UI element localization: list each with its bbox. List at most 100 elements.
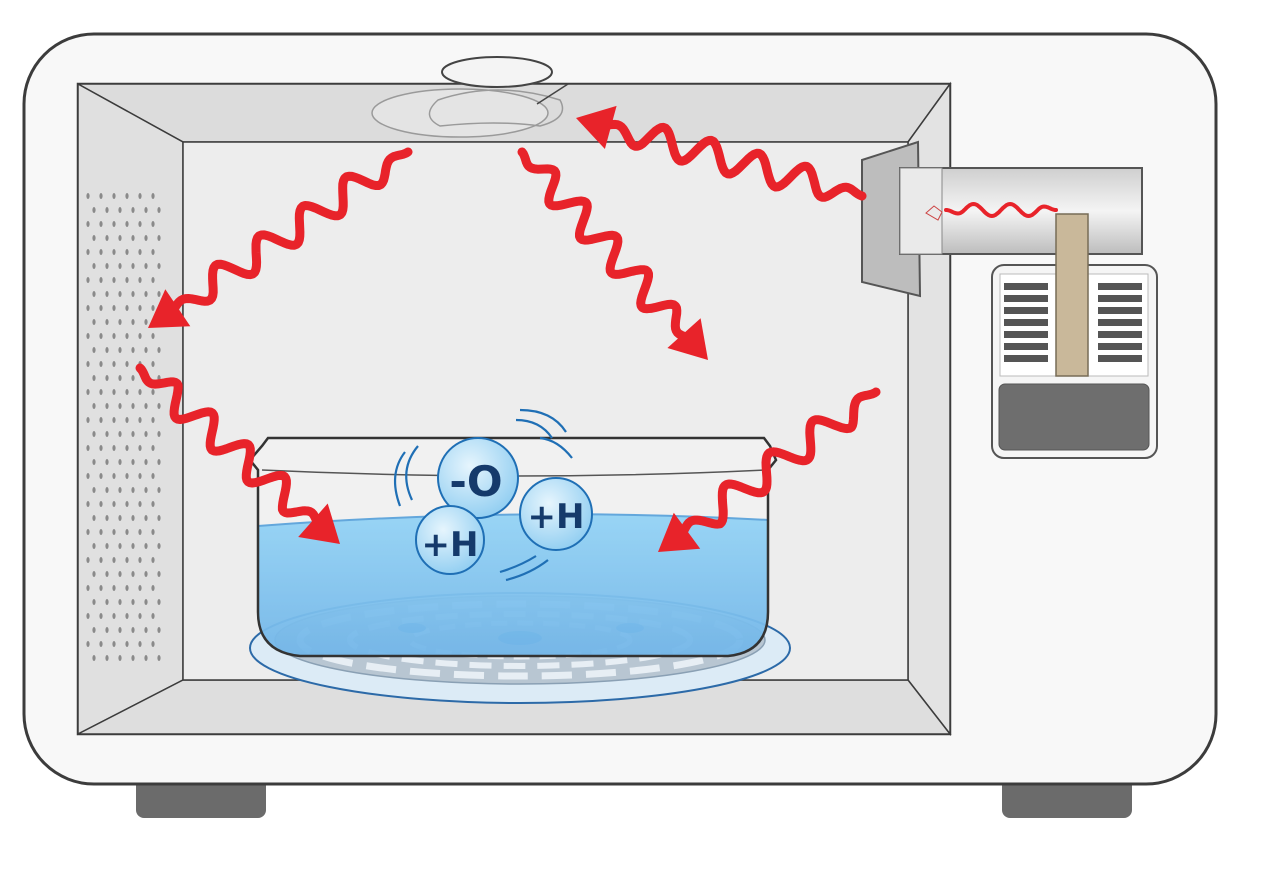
vent-hole xyxy=(151,501,155,507)
cooling-fin xyxy=(1004,319,1048,326)
vent-hole xyxy=(125,557,129,563)
vent-hole xyxy=(99,529,103,535)
vent-hole xyxy=(125,445,129,451)
vent-hole xyxy=(86,389,90,395)
vent-hole xyxy=(125,333,129,339)
vent-hole xyxy=(131,431,135,437)
vent-hole xyxy=(125,641,129,647)
vent-hole xyxy=(151,641,155,647)
microwave-ray xyxy=(165,147,413,318)
vent-hole xyxy=(118,431,122,437)
cooling-fin xyxy=(1098,319,1142,326)
vent-hole xyxy=(105,459,109,465)
vent-hole xyxy=(86,613,90,619)
vent-hole xyxy=(138,557,142,563)
vent-hole xyxy=(99,473,103,479)
vent-hole xyxy=(118,459,122,465)
vent-hole xyxy=(99,417,103,423)
cooling-fin xyxy=(1004,343,1048,350)
cooling-fin xyxy=(1004,355,1048,362)
vent-hole xyxy=(112,417,116,423)
vent-hole xyxy=(92,263,96,269)
vent-hole xyxy=(138,221,142,227)
hydrogen-atom-left xyxy=(415,505,485,575)
cooling-fin xyxy=(1098,343,1142,350)
vent-hole xyxy=(92,375,96,381)
vent-hole xyxy=(105,403,109,409)
vent-hole xyxy=(144,627,148,633)
vent-hole xyxy=(138,473,142,479)
cooling-fin xyxy=(1004,283,1048,290)
vent-hole xyxy=(125,501,129,507)
vent-hole xyxy=(118,403,122,409)
vent-hole xyxy=(125,221,129,227)
vent-hole xyxy=(157,543,161,549)
vent-hole xyxy=(112,249,116,255)
vent-hole xyxy=(157,403,161,409)
vent-hole xyxy=(138,417,142,423)
vent-hole xyxy=(92,515,96,521)
vent-hole xyxy=(144,599,148,605)
vent-hole xyxy=(138,333,142,339)
vent-hole xyxy=(99,277,103,283)
vent-hole xyxy=(86,473,90,479)
water-molecule: -O +H +H xyxy=(393,408,593,582)
right-foot xyxy=(1002,778,1132,818)
vent-hole xyxy=(118,543,122,549)
vent-hole xyxy=(138,529,142,535)
microwave-arrowhead xyxy=(658,512,701,552)
vent-hole xyxy=(105,207,109,213)
vent-hole xyxy=(112,333,116,339)
oxygen-label: -O xyxy=(449,457,502,506)
microwave-ray xyxy=(674,387,881,542)
vent-hole xyxy=(144,263,148,269)
vent-hole xyxy=(157,431,161,437)
vent-hole xyxy=(86,221,90,227)
vent-hole xyxy=(118,207,122,213)
vent-hole xyxy=(99,585,103,591)
vent-hole xyxy=(118,487,122,493)
vent-hole xyxy=(112,445,116,451)
vent-hole xyxy=(144,543,148,549)
waveguide-microwave xyxy=(944,201,1058,219)
vent-hole xyxy=(157,347,161,353)
vent-hole xyxy=(105,599,109,605)
vent-hole xyxy=(131,319,135,325)
vent-hole xyxy=(157,599,161,605)
vent-hole xyxy=(105,487,109,493)
vent-hole xyxy=(151,193,155,199)
vent-hole xyxy=(118,291,122,297)
vent-hole xyxy=(131,487,135,493)
vent-hole xyxy=(144,235,148,241)
vent-hole xyxy=(99,641,103,647)
vent-hole xyxy=(112,529,116,535)
vent-hole xyxy=(151,473,155,479)
vent-hole xyxy=(99,305,103,311)
vent-hole xyxy=(151,445,155,451)
vent-hole xyxy=(151,585,155,591)
vent-hole xyxy=(151,529,155,535)
vent-hole xyxy=(131,599,135,605)
vent-hole xyxy=(99,249,103,255)
vent-hole xyxy=(118,235,122,241)
vent-hole xyxy=(144,571,148,577)
vent-hole xyxy=(157,263,161,269)
vent-hole xyxy=(105,431,109,437)
water-bowl xyxy=(248,436,778,658)
vent-hole xyxy=(86,193,90,199)
vent-hole xyxy=(131,543,135,549)
vent-hole xyxy=(112,193,116,199)
vent-hole xyxy=(99,193,103,199)
vent-hole xyxy=(151,277,155,283)
vent-hole xyxy=(112,221,116,227)
vent-hole xyxy=(105,291,109,297)
magnetron xyxy=(991,213,1158,459)
vent-hole xyxy=(138,445,142,451)
vent-hole xyxy=(138,641,142,647)
vent-hole xyxy=(138,613,142,619)
vent-hole xyxy=(144,487,148,493)
vent-hole xyxy=(118,263,122,269)
vent-hole xyxy=(118,655,122,661)
vent-hole xyxy=(92,459,96,465)
vent-hole xyxy=(92,543,96,549)
